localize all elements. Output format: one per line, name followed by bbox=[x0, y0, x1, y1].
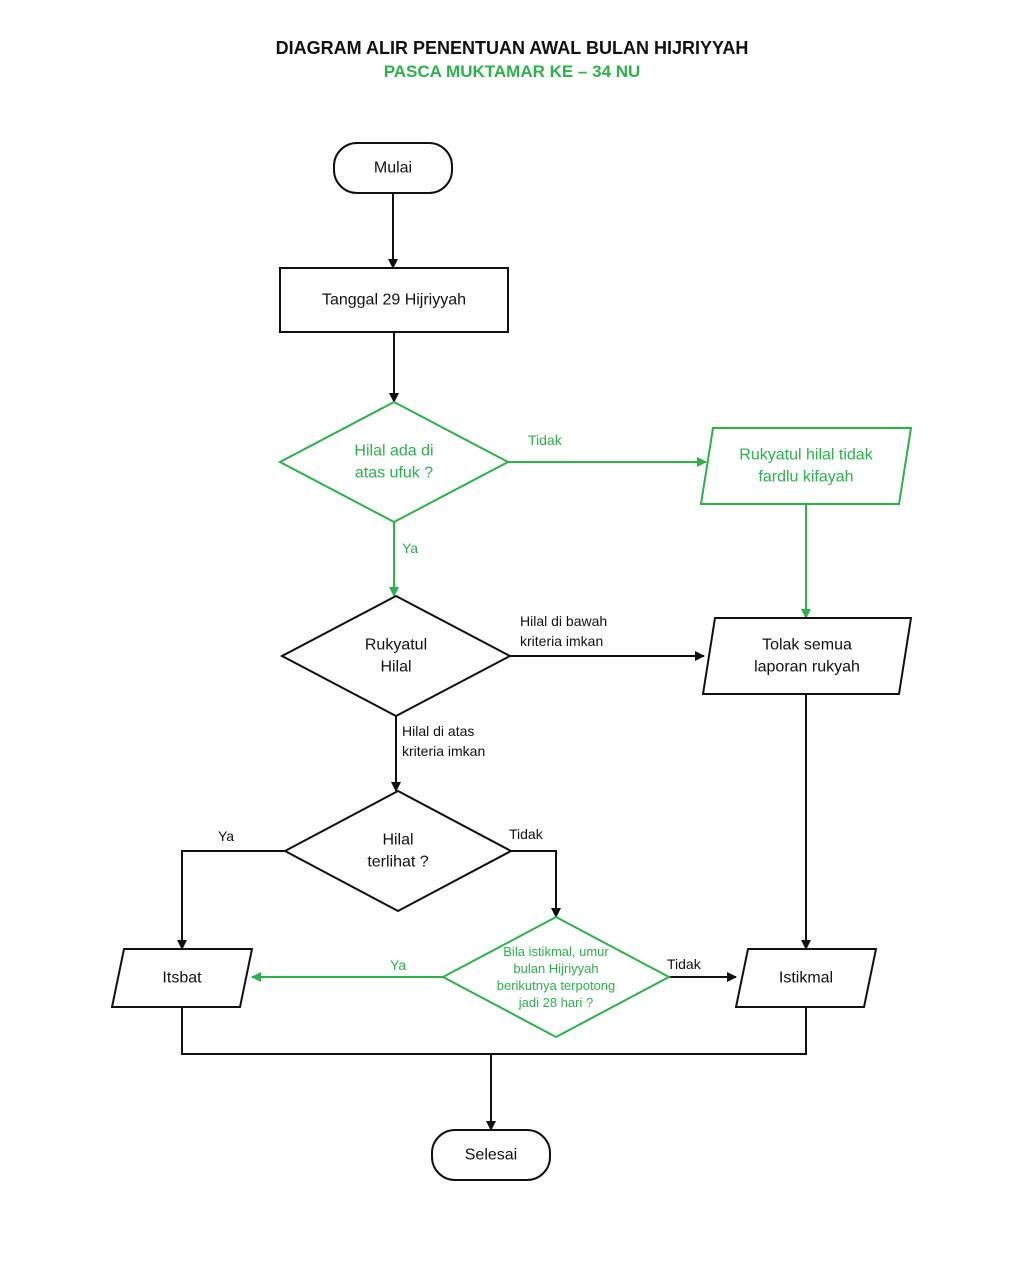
istikmal-check-decision-label-line-3: berikutnya terpotong bbox=[497, 978, 616, 993]
edge-label-horizon-no: Tidak bbox=[528, 432, 563, 448]
edge-label-below-criteria-line-1: Hilal di bawah bbox=[520, 613, 607, 629]
date-step-shape bbox=[279, 267, 509, 333]
edge-label-horizon-no-line-1: Tidak bbox=[528, 432, 563, 448]
istikmal-check-decision: Bila istikmal, umur bulan Hijriyyah beriku… bbox=[440, 915, 672, 1039]
rukyat-decision-label-line-1: Rukyatul bbox=[365, 637, 427, 654]
reject-reports-io-label-line-2: laporan rukyah bbox=[754, 659, 860, 676]
edge-label-seen-no: Tidak bbox=[509, 826, 544, 842]
edge-label-below-criteria: Hilal di bawah kriteria imkan bbox=[520, 613, 607, 649]
horizon-decision-shape bbox=[277, 400, 511, 524]
reject-reports-io-label-line-1: Tolak semua bbox=[762, 637, 852, 654]
reject-reports-io: Tolak semua laporan rukyah bbox=[701, 617, 913, 695]
date-step-label-line-1: Tanggal 29 Hijriyyah bbox=[322, 292, 466, 309]
edge-seen-no bbox=[511, 850, 561, 918]
istikmal-io-label-line-1: Istikmal bbox=[779, 970, 833, 987]
page-title: DIAGRAM ALIR PENENTUAN AWAL BULAN HIJRIY… bbox=[275, 38, 749, 58]
date-step: Tanggal 29 Hijriyyah bbox=[279, 267, 509, 333]
edge-label-above-criteria: Hilal di atas kriteria imkan bbox=[402, 723, 485, 759]
istikmal-check-decision-shape bbox=[440, 915, 672, 1039]
hilal-seen-decision: Hilal terlihat ? bbox=[282, 789, 514, 913]
page-subtitle: PASCA MUKTAMAR KE – 34 NU bbox=[383, 62, 641, 81]
rukyat-decision-shape bbox=[279, 594, 513, 718]
istikmal-check-decision-label-line-1: Bila istikmal, umur bbox=[503, 944, 609, 959]
horizon-decision-label-line-1: Hilal ada di bbox=[354, 443, 433, 460]
edge-label-above-criteria-line-1: Hilal di atas bbox=[402, 723, 474, 739]
edge-label-below-criteria-line-2: kriteria imkan bbox=[520, 633, 603, 649]
edge-label-seen-yes: Ya bbox=[218, 828, 234, 844]
itsbat-io-shape bbox=[110, 948, 254, 1008]
istikmal-io-shape bbox=[734, 948, 878, 1008]
start-terminal-shape bbox=[333, 142, 453, 194]
edge-label-check-no: Tidak bbox=[667, 956, 702, 972]
edge-seen-yes bbox=[177, 850, 285, 950]
edge-label-seen-no-line-1: Tidak bbox=[509, 826, 544, 842]
edge-label-check-yes: Ya bbox=[390, 957, 406, 973]
end-terminal-label-line-1: Selesai bbox=[465, 1147, 517, 1164]
istikmal-check-decision-label-line-2: bulan Hijriyyah bbox=[513, 961, 598, 976]
rukyat-not-obligatory-io-label-line-2: fardlu kifayah bbox=[758, 469, 853, 486]
edge-label-seen-yes-line-1: Ya bbox=[218, 828, 234, 844]
edge-label-horizon-yes-line-1: Ya bbox=[402, 540, 418, 556]
edge-itsbat-merge bbox=[181, 1007, 807, 1055]
horizon-decision-label-line-2: atas ufuk ? bbox=[355, 465, 433, 482]
edge-label-check-yes-line-1: Ya bbox=[390, 957, 406, 973]
start-terminal-label-line-1: Mulai bbox=[374, 160, 412, 177]
rukyat-not-obligatory-io-label-line-1: Rukyatul hilal tidak bbox=[739, 447, 873, 464]
hilal-seen-decision-label-line-2: terlihat ? bbox=[367, 854, 428, 871]
itsbat-io: Itsbat bbox=[110, 948, 254, 1008]
istikmal-check-decision-label-line-4: jadi 28 hari ? bbox=[518, 995, 593, 1010]
horizon-decision: Hilal ada di atas ufuk ? bbox=[277, 400, 511, 524]
start-terminal: Mulai bbox=[333, 142, 453, 194]
rukyat-decision-label-line-2: Hilal bbox=[380, 659, 411, 676]
hilal-seen-decision-label-line-1: Hilal bbox=[382, 832, 413, 849]
itsbat-io-label-line-1: Itsbat bbox=[162, 970, 202, 987]
edge-label-horizon-yes: Ya bbox=[402, 540, 418, 556]
reject-reports-io-shape bbox=[701, 617, 913, 695]
istikmal-io: Istikmal bbox=[734, 948, 878, 1008]
edge-label-above-criteria-line-2: kriteria imkan bbox=[402, 743, 485, 759]
end-terminal-shape bbox=[431, 1129, 551, 1181]
rukyat-not-obligatory-io: Rukyatul hilal tidak fardlu kifayah bbox=[699, 427, 913, 505]
rukyat-not-obligatory-io-shape bbox=[699, 427, 913, 505]
edge-label-check-no-line-1: Tidak bbox=[667, 956, 702, 972]
end-terminal: Selesai bbox=[431, 1129, 551, 1181]
hilal-seen-decision-shape bbox=[282, 789, 514, 913]
